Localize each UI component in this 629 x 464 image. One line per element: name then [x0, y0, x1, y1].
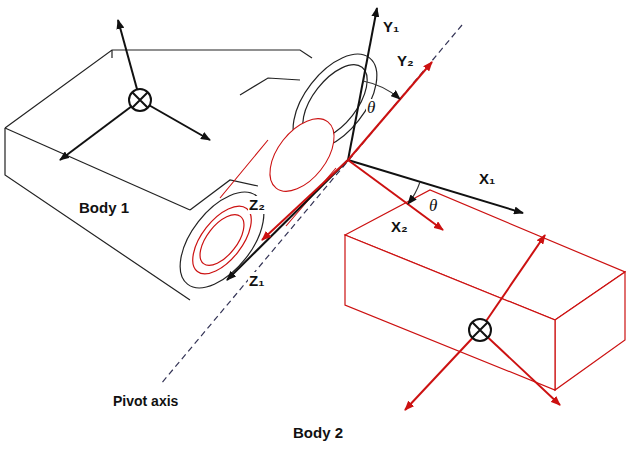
axis-label: Z₁	[248, 272, 265, 290]
body-2-frame	[405, 235, 560, 410]
part-name: Body 2	[292, 424, 344, 442]
axis-label: Y₂	[396, 52, 415, 70]
axis-label: Z₂	[248, 196, 266, 214]
pivot-axis-line	[160, 25, 462, 385]
angle-symbol: θ	[366, 99, 376, 117]
angle-symbol: θ	[428, 197, 438, 215]
body-1-outline	[5, 50, 312, 300]
axis-label: Y₁	[382, 18, 400, 36]
body-2-outline	[345, 190, 625, 390]
axis-label: X₂	[390, 218, 409, 236]
body-1-frame	[60, 20, 210, 160]
axis-label: X₁	[478, 170, 496, 188]
joint-frames	[227, 8, 523, 280]
axis-name: Pivot axis	[112, 392, 179, 410]
part-name: Body 1	[78, 199, 130, 217]
angle-arc	[363, 81, 420, 204]
